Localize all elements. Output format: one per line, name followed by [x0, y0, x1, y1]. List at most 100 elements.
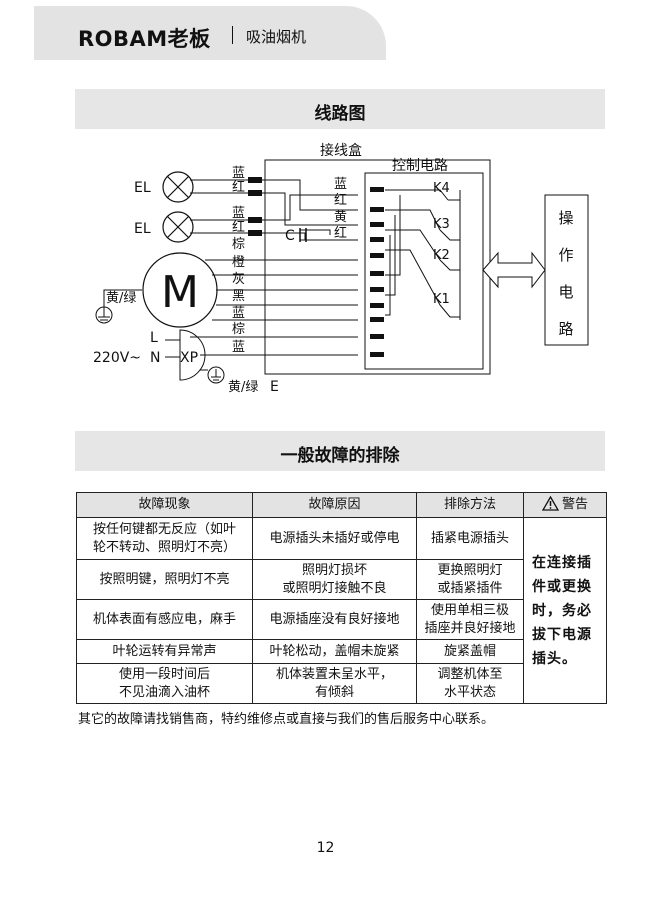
cell-line: 拔下电源 — [532, 626, 592, 643]
header-tab — [34, 6, 386, 60]
relay-k4-label: K4 — [433, 181, 450, 196]
fault-table: 故障现象 故障原因 排除方法 警告 按任何键都无反应（如叶轮不转动、照明灯不亮）… — [76, 492, 607, 704]
fault-cell-symptom: 机体表面有感应电，麻手 — [76, 599, 253, 640]
header-remedy: 排除方法 — [416, 492, 524, 518]
voltage-label: 220V~ — [93, 350, 141, 366]
cell-line: 旋紧盖帽 — [443, 643, 496, 659]
fault-row: 按照明键，照明灯不亮照明灯损坏或照明灯接触不良更换照明灯或插紧插件 — [76, 559, 607, 600]
cell-line: 插头。 — [532, 650, 577, 667]
cell-line: 按照明键，照明灯不亮 — [99, 571, 230, 587]
motor-wire-label-1: 棕 — [232, 237, 245, 252]
lamp2-wire-label-1: 蓝 — [232, 206, 245, 221]
cell-line: 按任何键都无反应（如叶 — [92, 521, 236, 537]
motor-wire-label-4: 黑 — [232, 289, 245, 304]
cell-line: 调整机体至 — [437, 666, 503, 682]
wiring-section-bar: 线路图 — [75, 89, 605, 129]
fault-cell-remedy: 插紧电源插头 — [416, 517, 524, 560]
cell-line: 叶轮松动，盖帽未旋紧 — [269, 643, 400, 659]
cell-line: 时，务必 — [532, 602, 592, 619]
cell-line: 在连接插 — [532, 554, 592, 571]
cell-line: 轮不转动、照明灯不亮） — [92, 539, 236, 555]
fault-cell-symptom: 使用一段时间后不见油滴入油杯 — [76, 663, 253, 704]
cell-line: 或照明灯接触不良 — [282, 580, 387, 596]
troubleshooting-section-title: 一般故障的排除 — [280, 446, 400, 466]
fault-table-header-row: 故障现象 故障原因 排除方法 警告 — [76, 492, 607, 518]
warning-cell: 在连接插件或更换时，务必拔下电源插头。 — [523, 517, 607, 704]
operation-circuit-char: 操 — [558, 209, 573, 227]
fault-cell-cause: 照明灯损坏或照明灯接触不良 — [252, 559, 417, 600]
relay-k2-label: K2 — [433, 248, 450, 263]
cell-line: 有倾斜 — [314, 684, 354, 700]
fault-cell-remedy: 使用单相三极插座并良好接地 — [416, 599, 524, 640]
cell-line: 更换照明灯 — [437, 562, 503, 578]
cell-line: 电源插头未插好或停电 — [269, 530, 400, 546]
header-product-name: 吸油烟机 — [246, 28, 307, 46]
control-circuit-outline — [364, 172, 484, 370]
cell-line: 使用单相三极 — [430, 602, 509, 618]
cell-line: 插紧电源插头 — [430, 530, 509, 546]
lamp-2-label: EL — [134, 221, 151, 237]
motor-label: M — [161, 267, 199, 318]
page-number: 12 — [316, 840, 335, 856]
cell-line: 机体表面有感应电，麻手 — [92, 611, 236, 627]
power-wire-label-2: 蓝 — [232, 340, 245, 355]
wiring-diagram: EL EL M C — [93, 142, 589, 395]
service-note: 其它的故障请找销售商，特约维修点或直接与我们的售后服务中心联系。 — [78, 712, 495, 727]
box-wire-label-1: 蓝 — [334, 177, 347, 192]
lamp1-wire-label-1: 蓝 — [232, 166, 245, 181]
operation-circuit-char: 电 — [558, 283, 573, 301]
fault-row: 使用一段时间后不见油滴入油杯机体装置未呈水平，有倾斜调整机体至水平状态 — [76, 663, 607, 704]
plug-ground-label: 黄/绿 — [228, 380, 258, 395]
capacitor-label: C — [285, 228, 295, 244]
fault-cell-remedy: 旋紧盖帽 — [416, 639, 524, 664]
power-wire-label-1: 棕 — [232, 322, 245, 337]
header-cause: 故障原因 — [252, 492, 417, 518]
plug-icon — [179, 329, 206, 381]
motor-wire-label-3: 灰 — [232, 272, 245, 287]
cell-line: 件或更换 — [532, 578, 592, 595]
operation-circuit-char: 路 — [558, 320, 573, 338]
operation-circuit-char: 作 — [558, 246, 573, 264]
lamp1-wire-label-2: 红 — [232, 179, 245, 195]
box-wire-label-2: 红 — [334, 192, 347, 208]
cell-line: 插座并良好接地 — [424, 620, 516, 636]
fault-cell-remedy: 更换照明灯或插紧插件 — [416, 559, 524, 600]
box-wire-label-3: 黄 — [334, 210, 347, 225]
brand-logo: ROBAM老板 — [78, 27, 211, 51]
junction-box-label: 接线盒 — [320, 142, 362, 159]
lamp2-wire-label-2: 红 — [232, 219, 245, 235]
fault-row: 按任何键都无反应（如叶轮不转动、照明灯不亮）电源插头未插好或停电插紧电源插头在连… — [76, 517, 607, 704]
cell-line: 机体装置未呈水平， — [275, 666, 393, 682]
fault-cell-cause: 电源插头未插好或停电 — [252, 517, 417, 560]
fault-cell-cause: 叶轮松动，盖帽未旋紧 — [252, 639, 417, 664]
troubleshooting-section-bar: 一般故障的排除 — [75, 431, 605, 471]
motor-wire-label-5: 蓝 — [232, 306, 245, 321]
header-warning: 警告 — [523, 492, 607, 518]
cell-line: 照明灯损坏 — [301, 562, 367, 578]
lamp-2-icon — [162, 211, 194, 243]
plug-ground-icon — [207, 366, 225, 384]
control-circuit-label: 控制电路 — [392, 158, 448, 174]
plug-label: XP — [180, 350, 198, 366]
fault-cell-symptom: 叶轮运转有异常声 — [76, 639, 253, 664]
motor-wire-label-2: 橙 — [232, 255, 245, 270]
header-symptom: 故障现象 — [76, 492, 253, 518]
wiring-section-title: 线路图 — [314, 104, 366, 124]
earth-label: E — [270, 379, 279, 395]
fault-cell-symptom: 按照明键，照明灯不亮 — [76, 559, 253, 600]
junction-box-outline — [264, 159, 491, 375]
operation-circuit-label: 操作电路 — [558, 209, 573, 338]
lamp-1-label: EL — [134, 180, 151, 196]
cell-line: 使用一段时间后 — [118, 666, 210, 682]
motor-ground-label: 黄/绿 — [106, 291, 136, 306]
cell-line: 或插紧插件 — [437, 580, 503, 596]
neutral-label: N — [150, 350, 160, 366]
live-label: L — [150, 330, 158, 346]
fault-cell-symptom: 按任何键都无反应（如叶轮不转动、照明灯不亮） — [76, 517, 253, 560]
relay-k3-label: K3 — [433, 217, 450, 232]
relay-k1-label: K1 — [433, 292, 450, 307]
fault-cell-cause: 机体装置未呈水平， 有倾斜 — [252, 663, 417, 704]
warning-triangle-icon — [541, 496, 559, 511]
cell-line: 电源插座没有良好接地 — [269, 611, 400, 627]
box-wire-label-4: 红 — [334, 225, 347, 241]
